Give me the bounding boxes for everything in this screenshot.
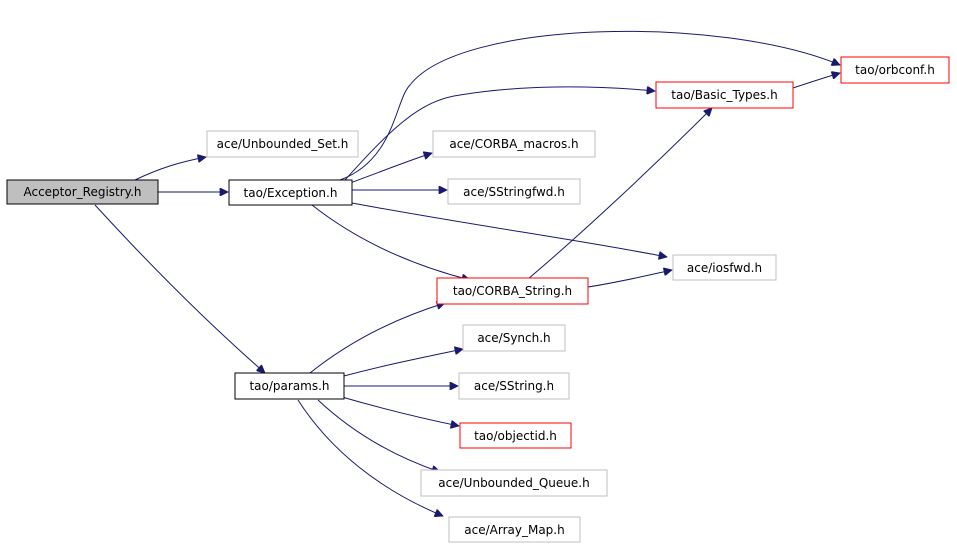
edge-tao-basic-types-to-tao-orbconf [792,73,840,89]
node-label: ace/Array_Map.h [464,523,564,537]
node-label: ace/Synch.h [477,331,550,345]
node-ace-corba-macros[interactable]: ace/CORBA_macros.h [432,130,596,158]
node-ace-sstringfwd[interactable]: ace/SStringfwd.h [447,178,581,205]
node-label: tao/params.h [249,379,329,393]
node-tao-objectid[interactable]: tao/objectid.h [459,422,572,449]
node-box [462,324,566,352]
node-box [6,179,159,205]
edge-tao-exception-to-ace-corba-macros [349,153,432,184]
node-ace-iosfwd[interactable]: ace/iosfwd.h [672,254,777,281]
node-box [228,179,353,206]
node-ace-unbounded-queue[interactable]: ace/Unbounded_Queue.h [420,469,608,497]
node-box [448,516,581,543]
node-box [436,277,589,305]
node-ace-unbounded-set[interactable]: ace/Unbounded_Set.h [206,130,359,158]
node-tao-corba-string[interactable]: tao/CORBA_String.h [436,277,589,305]
edge-acceptor-registry-to-tao-params [94,204,265,373]
node-tao-basic-types[interactable]: tao/Basic_Types.h [655,81,794,109]
node-label: tao/CORBA_String.h [453,284,572,298]
edge-tao-corba-string-to-tao-basic-types [527,108,712,280]
node-ace-array-map[interactable]: ace/Array_Map.h [448,516,581,543]
node-tao-params[interactable]: tao/params.h [234,372,345,400]
edges [94,30,840,516]
node-acceptor-registry[interactable]: Acceptor_Registry.h [6,179,159,205]
node-label: Acceptor_Registry.h [23,185,141,199]
node-label: ace/CORBA_macros.h [449,137,578,151]
edge-tao-params-to-tao-objectid [341,396,459,426]
node-box [432,130,596,158]
edge-tao-exception-to-tao-basic-types [344,87,655,181]
node-label: tao/orbconf.h [855,63,935,77]
edge-tao-params-to-tao-corba-string [309,303,445,374]
node-box [459,422,572,449]
node-label: ace/Unbounded_Queue.h [438,476,589,490]
edge-tao-exception-to-tao-corba-string [311,204,470,280]
edge-tao-params-to-ace-unbounded-queue [317,399,440,472]
edge-tao-exception-to-ace-iosfwd [351,202,667,257]
node-label: tao/Exception.h [244,186,338,200]
node-label: ace/iosfwd.h [687,261,762,275]
node-tao-orbconf[interactable]: tao/orbconf.h [840,56,950,84]
nodes: Acceptor_Registry.h ace/Unbounded_Set.h … [6,56,950,543]
node-label: tao/Basic_Types.h [671,88,777,102]
node-ace-synch[interactable]: ace/Synch.h [462,324,566,352]
edge-acceptor-registry-to-ace-unbounded-set [134,157,206,181]
node-ace-sstring[interactable]: ace/SString.h [458,372,570,400]
edge-tao-exception-to-tao-orbconf [339,30,840,181]
edge-tao-params-to-ace-array-map [297,399,443,516]
node-label: ace/Unbounded_Set.h [217,137,349,151]
node-box [234,372,345,400]
node-box [458,372,570,400]
node-label: ace/SString.h [474,379,554,393]
node-tao-exception[interactable]: tao/Exception.h [228,179,353,206]
node-box [655,81,794,109]
node-box [840,56,950,84]
node-label: ace/SStringfwd.h [463,185,565,199]
node-box [447,178,581,205]
node-box [672,254,777,281]
edge-tao-corba-string-to-ace-iosfwd [587,270,672,288]
node-label: tao/objectid.h [474,429,557,443]
node-box [206,130,359,158]
edge-tao-params-to-ace-synch [339,349,463,378]
node-box [420,469,608,497]
